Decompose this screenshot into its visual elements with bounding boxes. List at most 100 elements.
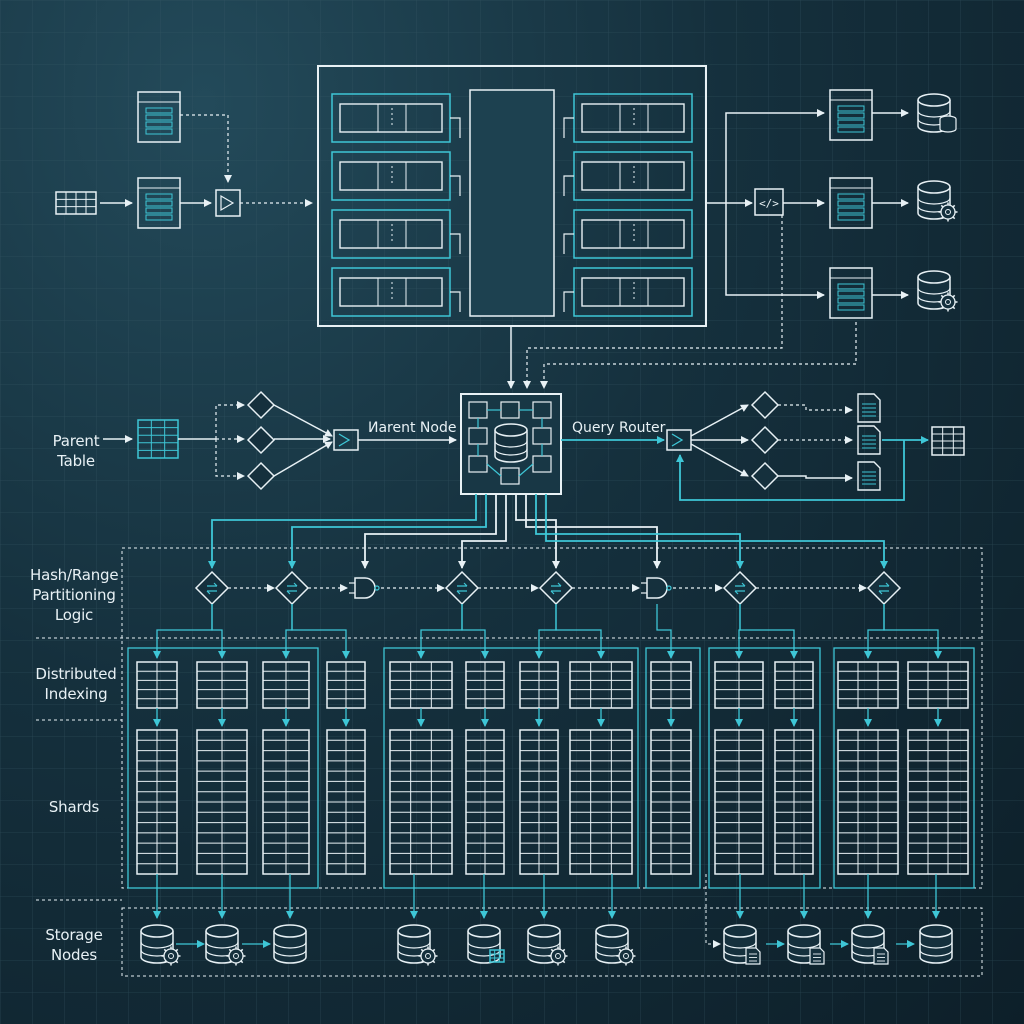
shard-table-icon: [907, 729, 969, 875]
gear-icon: [161, 946, 181, 966]
shard-table-icon: [465, 729, 505, 875]
input-tables-top-left: [55, 91, 313, 229]
decision-icon[interactable]: [246, 425, 276, 455]
shard-table-icon: [569, 729, 633, 875]
gate-icon: [215, 189, 241, 217]
parent-node-label: Иarent Node: [368, 420, 457, 436]
document-icon: [857, 393, 881, 423]
shard-column[interactable]: [291, 604, 366, 875]
document-icon: [873, 947, 889, 965]
shard-table-icon: [326, 729, 366, 875]
gear-icon: [616, 946, 636, 966]
shard-table-icon: [519, 729, 559, 875]
partition-row: [563, 151, 693, 201]
shard-table-icon: [196, 729, 248, 875]
document-icon: [745, 947, 761, 965]
index-table-icon: [389, 661, 453, 709]
query-router-flow: [561, 390, 965, 501]
partition-gate-icon[interactable]: [349, 577, 380, 599]
parent-node[interactable]: [460, 393, 562, 495]
decision-icon[interactable]: [750, 390, 780, 420]
database-icon: [917, 180, 958, 222]
storage-nodes-label: Storage Nodes: [45, 926, 103, 964]
shard-table-icon: [262, 729, 310, 875]
decision-icon[interactable]: [750, 461, 780, 491]
shard-column[interactable]: [555, 604, 633, 875]
shard-table-icon: [650, 729, 692, 875]
shard-group: [833, 647, 975, 889]
storage-database-icon: [851, 924, 889, 965]
decision-icon[interactable]: [246, 461, 276, 491]
storage-database-icon: [723, 924, 761, 965]
shard-column[interactable]: [519, 604, 559, 875]
svg-text:</>: </>: [759, 197, 779, 210]
parent-table-flow: [103, 390, 457, 491]
gear-icon: [938, 202, 958, 222]
shards-label: Shards: [48, 798, 100, 816]
storage-database-icon: [595, 924, 636, 966]
parent-node-block: [317, 65, 707, 327]
indexing-label: Distributed Indexing: [35, 665, 117, 703]
gear-icon: [938, 292, 958, 312]
decision-icon[interactable]: [246, 390, 276, 420]
shard-group: [383, 647, 639, 889]
output-table-icon: [829, 267, 873, 319]
database-icon: [917, 93, 957, 133]
document-icon: [857, 461, 881, 491]
database-icon: [494, 423, 528, 463]
shard-column[interactable]: [461, 604, 505, 875]
database-icon: [917, 270, 958, 312]
shard-table-icon: [136, 729, 178, 875]
partition-row: [331, 151, 461, 201]
shard-column[interactable]: [136, 604, 213, 875]
result-table-icon: [931, 426, 965, 456]
partition-row: [331, 93, 461, 143]
decision-icon[interactable]: [750, 425, 780, 455]
storage-database-icon: [919, 924, 953, 964]
partition-row: [563, 267, 693, 317]
partition-gate-icon[interactable]: [641, 577, 672, 599]
shard-column[interactable]: [883, 604, 969, 875]
document-icon: [809, 947, 825, 965]
storage-database-icon: [140, 924, 181, 966]
database-stack-icon: [939, 115, 957, 133]
gear-icon: [226, 946, 246, 966]
feedback-connectors: [523, 215, 857, 389]
grid-badge-icon: [489, 949, 505, 963]
shard-table-icon: [774, 729, 814, 875]
partition-row: [563, 93, 693, 143]
storage-database-icon: [273, 924, 307, 964]
shard-column[interactable]: [389, 604, 463, 875]
shard-column[interactable]: [650, 604, 692, 875]
partitioning-label: Hash/Range Partitioning Logic: [30, 566, 119, 624]
shard-table-icon: [714, 729, 764, 875]
storage-database-icon: [397, 924, 438, 966]
document-icon: [857, 425, 881, 455]
shard-group: [645, 647, 701, 889]
shard-group: [127, 647, 319, 889]
index-table-icon: [569, 661, 633, 709]
partition-row: [331, 267, 461, 317]
input-table-icon: [137, 177, 181, 229]
storage-database-icon: [467, 924, 505, 964]
shard-column[interactable]: [262, 604, 310, 875]
gear-icon: [548, 946, 568, 966]
partition-row: [331, 209, 461, 259]
storage-database-icon: [205, 924, 246, 966]
output-table-icon: [829, 89, 873, 141]
code-icon: [754, 188, 784, 216]
partition-row: [563, 209, 693, 259]
storage-region: [121, 907, 983, 977]
shard-group: [708, 647, 821, 889]
query-router-label: Query Router: [572, 420, 666, 436]
shard-column[interactable]: [196, 604, 248, 875]
source-table-icon: [55, 191, 97, 215]
input-table-icon: [137, 91, 181, 143]
shard-column[interactable]: [739, 604, 814, 875]
output-tables-top-right: </>: [706, 89, 958, 319]
storage-database-icon: [787, 924, 825, 965]
shard-table-icon: [389, 729, 453, 875]
parent-table-label: Parent Table: [52, 432, 100, 470]
